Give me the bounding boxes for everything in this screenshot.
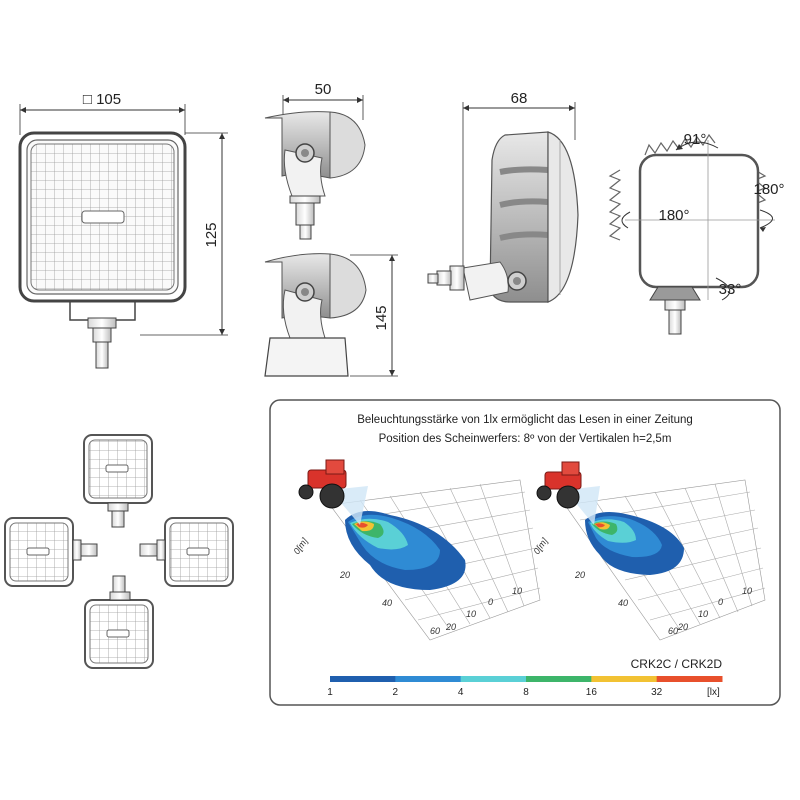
- x-tick-left-0: 20: [339, 570, 350, 580]
- scale-tick-2: 2: [393, 687, 399, 698]
- tractor-icon: [536, 461, 582, 509]
- side-view-stand: 145: [264, 253, 398, 377]
- scale-band-8: [526, 676, 592, 682]
- front-view: □ 105 125: [18, 91, 228, 369]
- x-tick-right-1: 40: [618, 598, 628, 608]
- side-view-profile: 68: [427, 90, 579, 303]
- dim-stand-height-label: 145: [373, 305, 390, 330]
- scale-tick-16: 16: [586, 687, 598, 698]
- scale-tick-8: 8: [523, 687, 529, 698]
- lamp-right: [139, 517, 234, 587]
- x-tick-right-2: 60: [668, 626, 678, 636]
- side-view-bracket: 50: [264, 81, 366, 240]
- rotation-view: 91° 180° 180° 33°: [608, 131, 785, 335]
- illumination-panel: Beleuchtungsstärke von 1lx ermöglicht da…: [269, 399, 781, 706]
- dim-width-label: □ 105: [83, 91, 121, 108]
- lamp-left: [4, 517, 98, 587]
- scale-tick-1: 1: [327, 687, 333, 698]
- y-tick-right-0: 10: [742, 586, 752, 596]
- x-tick-left-1: 40: [382, 598, 392, 608]
- x-tick-right-0: 20: [574, 570, 585, 580]
- scale-band-2: [395, 676, 462, 682]
- y-tick-right-2: 10: [698, 609, 708, 619]
- dim-depth-label: 68: [511, 90, 528, 107]
- scale-band-4: [460, 676, 527, 682]
- unit-label: [lx]: [707, 687, 720, 698]
- y-tick-left-2: 10: [466, 609, 476, 619]
- y-tick-left-3: 20: [445, 622, 456, 632]
- model-label: CRK2C / CRK2D: [631, 657, 723, 671]
- caption-line2: Position des Scheinwerfers: 8º von der V…: [379, 433, 672, 445]
- rotation-right-label: 180°: [753, 181, 784, 198]
- y-tick-left-1: 0: [488, 597, 493, 607]
- y-tick-right-1: 0: [718, 597, 723, 607]
- dim-height-label: 125: [203, 222, 220, 247]
- scale-tick-4: 4: [458, 687, 464, 698]
- rotation-up-label: 91°: [684, 131, 707, 148]
- beam-plot-right: 0[m] 20 40 60 10 0 10 20: [531, 461, 766, 641]
- lux-color-scale: 1 2 4 8 16 32: [327, 676, 723, 698]
- lamp-top: [83, 434, 153, 528]
- dim-depth-top-label: 50: [315, 81, 332, 98]
- x-tick-left-2: 60: [430, 626, 440, 636]
- tractor-icon: [298, 459, 347, 509]
- beam-plot-left: 0[m] 20 40 60 10 0 10 20: [291, 459, 541, 641]
- mounting-orientations: [4, 434, 234, 669]
- scale-band-1: [330, 676, 396, 682]
- scale-band-16: [591, 676, 658, 682]
- lamp-bottom: [84, 575, 154, 669]
- y-tick-right-3: 20: [677, 622, 688, 632]
- rotation-left-label: 180°: [658, 207, 689, 224]
- rotation-down-label: 33°: [719, 281, 742, 298]
- y-tick-left-0: 10: [512, 586, 522, 596]
- scale-band-32: [656, 676, 723, 682]
- caption-line1: Beleuchtungsstärke von 1lx ermöglicht da…: [357, 414, 693, 426]
- scale-tick-32: 32: [651, 687, 663, 698]
